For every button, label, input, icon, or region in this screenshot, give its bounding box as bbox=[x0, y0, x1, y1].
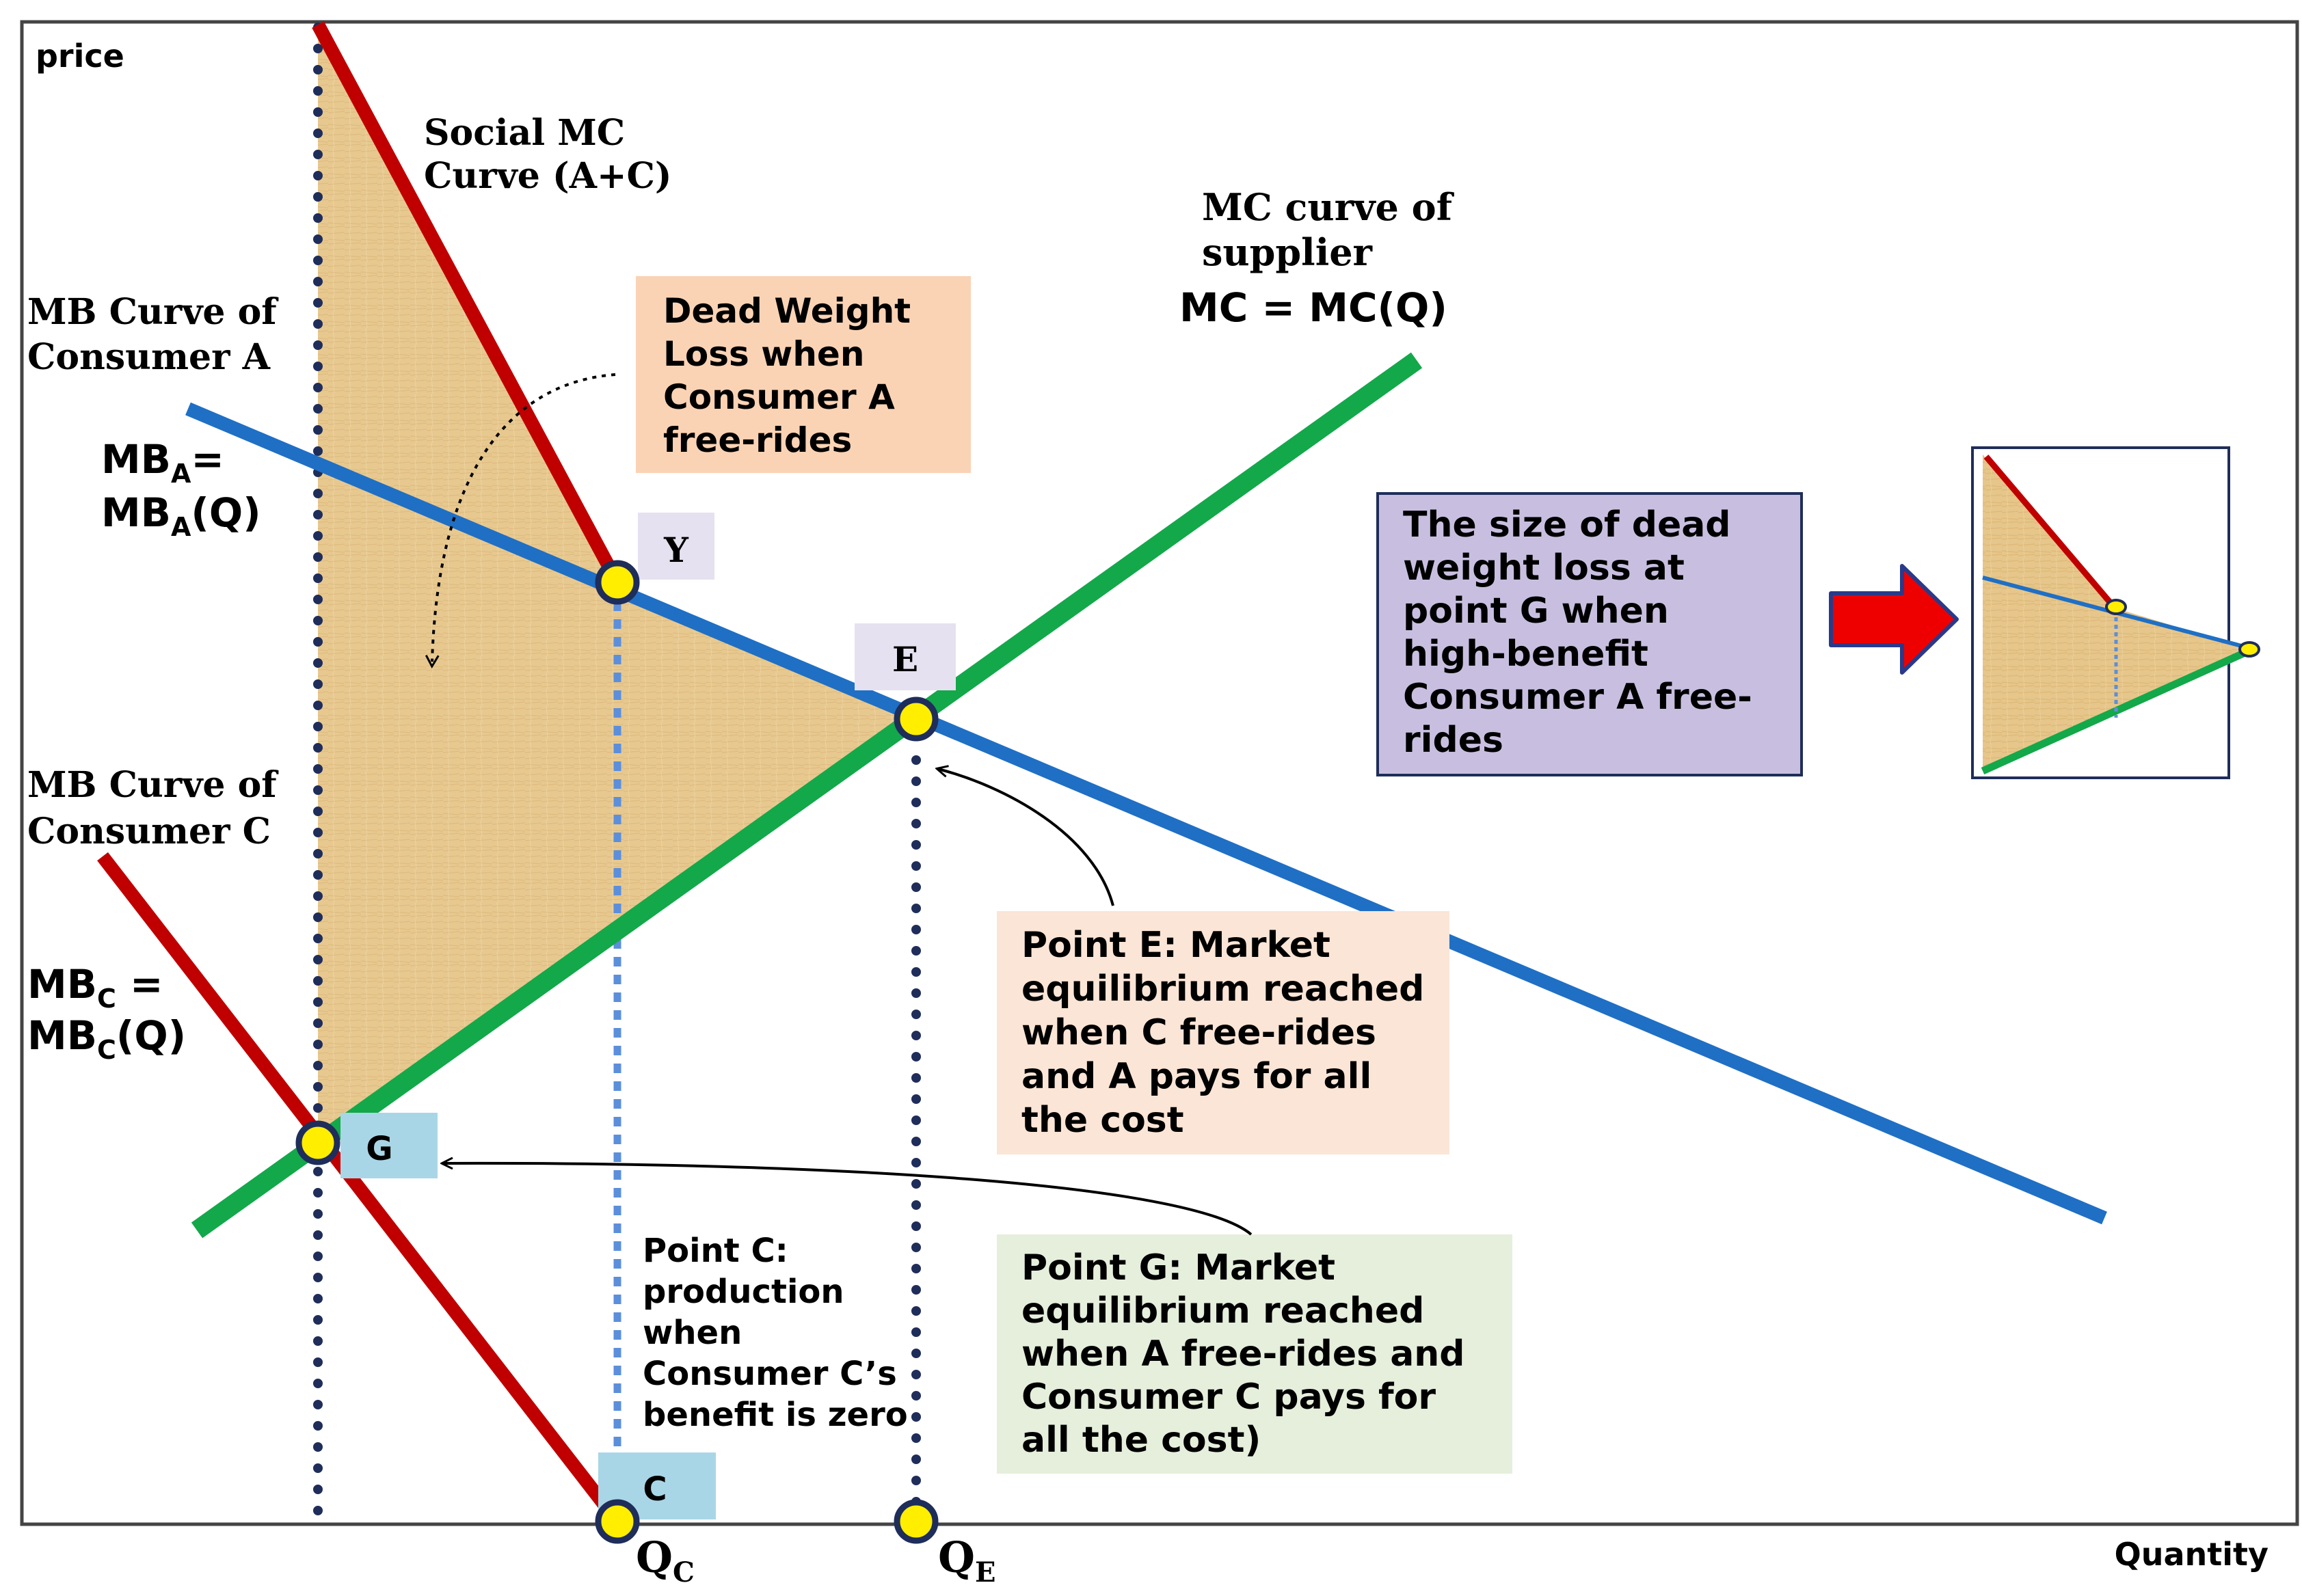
mc-supplier-label-line2: supplier bbox=[1202, 230, 1373, 274]
mb-c-eq2-main: MB bbox=[27, 1012, 97, 1059]
mc-supplier-curve bbox=[191, 352, 1423, 1239]
mb-c-eq1-tail: = bbox=[116, 961, 163, 1007]
point-qe-marker bbox=[894, 1499, 939, 1544]
dwl-size-note-line5: Consumer A free- bbox=[1403, 677, 1752, 718]
point-g-box bbox=[340, 1113, 438, 1178]
point-c-note-line3: when bbox=[643, 1314, 742, 1352]
point-g-note-line2: equilibrium reached bbox=[1021, 1290, 1424, 1331]
social-mc-label-line1: Social MC bbox=[424, 112, 625, 154]
point-c-note-line1: Point C: bbox=[643, 1232, 788, 1270]
mb-c-eq1-sub: C bbox=[97, 984, 116, 1014]
social-mc-curve bbox=[312, 21, 624, 586]
qc-label: QC bbox=[636, 1532, 695, 1588]
point-g-note-line3: when A free-rides and bbox=[1021, 1334, 1465, 1375]
dwl-note: Dead Weight Loss when Consumer A free-ri… bbox=[663, 291, 922, 460]
dwl-size-note-line1: The size of dead bbox=[1403, 504, 1731, 545]
qe-main: Q bbox=[938, 1532, 975, 1582]
mb-c-equation-line2: MBC(Q) bbox=[27, 1012, 186, 1065]
point-e-note-line3: when C free-rides bbox=[1021, 1012, 1376, 1053]
mb-c-equation-line1: MBC = bbox=[27, 961, 163, 1014]
inset-social-mc-curve bbox=[1983, 455, 2117, 609]
dwl-size-note-box bbox=[1376, 492, 1803, 776]
point-g-note-line4: Consumer C pays for bbox=[1021, 1377, 1436, 1418]
point-y-box bbox=[638, 513, 714, 580]
dwl-note-line2: Loss when bbox=[663, 334, 864, 374]
point-g-note-line5: all the cost) bbox=[1021, 1420, 1261, 1461]
point-e-label: E bbox=[892, 639, 918, 679]
qe-sub: E bbox=[975, 1556, 996, 1588]
point-g-label: G bbox=[366, 1130, 392, 1168]
social-mc-label-line2: Curve (A+C) bbox=[424, 155, 672, 197]
point-e-note-box bbox=[997, 911, 1449, 1154]
mb-a-eq2-sub: A bbox=[171, 512, 191, 542]
mb-a-eq1-sub: A bbox=[171, 459, 191, 489]
point-e-note-line1: Point E: Market bbox=[1021, 925, 1330, 966]
dwl-note-box bbox=[636, 276, 971, 473]
social-mc-label: Social MC Curve (A+C) bbox=[424, 112, 672, 197]
qe-label: QE bbox=[938, 1532, 996, 1588]
mb-a-eq2-main: MB bbox=[101, 489, 171, 536]
dwl-note-line1: Dead Weight bbox=[663, 291, 911, 331]
mb-a-label: MB Curve of Consumer A bbox=[27, 291, 289, 378]
inset-point-e bbox=[2238, 641, 2260, 658]
mb-c-label-line1: MB Curve of bbox=[27, 764, 279, 806]
mb-a-eq1-main: MB bbox=[101, 436, 171, 483]
mc-supplier-label-line1: MC curve of bbox=[1202, 185, 1455, 229]
point-c-label: C bbox=[643, 1470, 667, 1509]
dwl-note-line3: Consumer A bbox=[663, 377, 895, 417]
dwl-size-note: The size of dead weight loss at point G … bbox=[1403, 504, 1765, 761]
point-g-pointer-arrow bbox=[443, 1163, 1253, 1236]
point-c-note-line4: Consumer C’s bbox=[643, 1355, 897, 1393]
mb-a-eq1-tail: = bbox=[191, 436, 224, 483]
mb-c-eq1-main: MB bbox=[27, 961, 97, 1007]
point-e-note-line4: and A pays for all bbox=[1021, 1056, 1371, 1097]
point-g-marker bbox=[295, 1120, 340, 1165]
mb-c-label: MB Curve of Consumer C bbox=[27, 764, 289, 852]
mb-a-curve bbox=[185, 402, 2107, 1225]
point-c-note-line5: benefit is zero bbox=[643, 1396, 908, 1434]
point-g-note: Point G: Market equilibrium reached when… bbox=[1021, 1247, 1477, 1461]
mb-c-eq2-sub: C bbox=[97, 1035, 116, 1065]
qc-sub: C bbox=[673, 1556, 695, 1588]
mb-a-equation-line2: MBA(Q) bbox=[101, 489, 261, 542]
point-g-note-line1: Point G: Market bbox=[1021, 1247, 1335, 1288]
point-c-note: Point C: production when Consumer C’s be… bbox=[643, 1232, 909, 1434]
point-e-note-line5: the cost bbox=[1021, 1100, 1184, 1141]
mc-supplier-label: MC curve of supplier bbox=[1202, 185, 1465, 274]
red-arrow-icon bbox=[1829, 564, 1959, 675]
inset-diagram bbox=[1971, 446, 2260, 779]
y-axis-label: price bbox=[36, 38, 124, 75]
mb-c-curve bbox=[97, 852, 623, 1526]
mb-a-label-line2: Consumer A bbox=[27, 336, 271, 378]
mb-c-eq2-tail: (Q) bbox=[116, 1012, 186, 1059]
point-y-label: Y bbox=[663, 530, 689, 570]
qc-main: Q bbox=[636, 1532, 673, 1582]
mb-c-label-line2: Consumer C bbox=[27, 811, 271, 852]
inset-point-y bbox=[2105, 599, 2127, 615]
dwl-note-line4: free-rides bbox=[663, 420, 852, 460]
point-e-marker bbox=[894, 696, 939, 742]
point-y-marker bbox=[595, 560, 640, 605]
point-e-box bbox=[855, 623, 956, 690]
point-g-note-box bbox=[997, 1234, 1512, 1474]
mb-a-eq2-tail: (Q) bbox=[191, 489, 260, 536]
point-e-note: Point E: Market equilibrium reached when… bbox=[1021, 925, 1436, 1141]
point-c-note-line2: production bbox=[643, 1273, 844, 1311]
mb-a-label-line1: MB Curve of bbox=[27, 291, 279, 333]
point-qc-marker bbox=[595, 1499, 640, 1544]
point-e-note-line2: equilibrium reached bbox=[1021, 969, 1424, 1010]
mc-supplier-equation: MC = MC(Q) bbox=[1179, 284, 1447, 331]
x-axis-label: Quantity bbox=[2115, 1536, 2268, 1573]
dwl-size-note-line6: rides bbox=[1403, 720, 1503, 761]
dwl-size-note-line2: weight loss at bbox=[1403, 547, 1685, 589]
dwl-size-note-line3: point G when bbox=[1403, 591, 1669, 632]
dwl-size-note-line4: high-benefit bbox=[1403, 634, 1648, 675]
mb-a-equation-line1: MBA= bbox=[101, 436, 224, 489]
point-e-pointer-arrow bbox=[938, 769, 1114, 906]
